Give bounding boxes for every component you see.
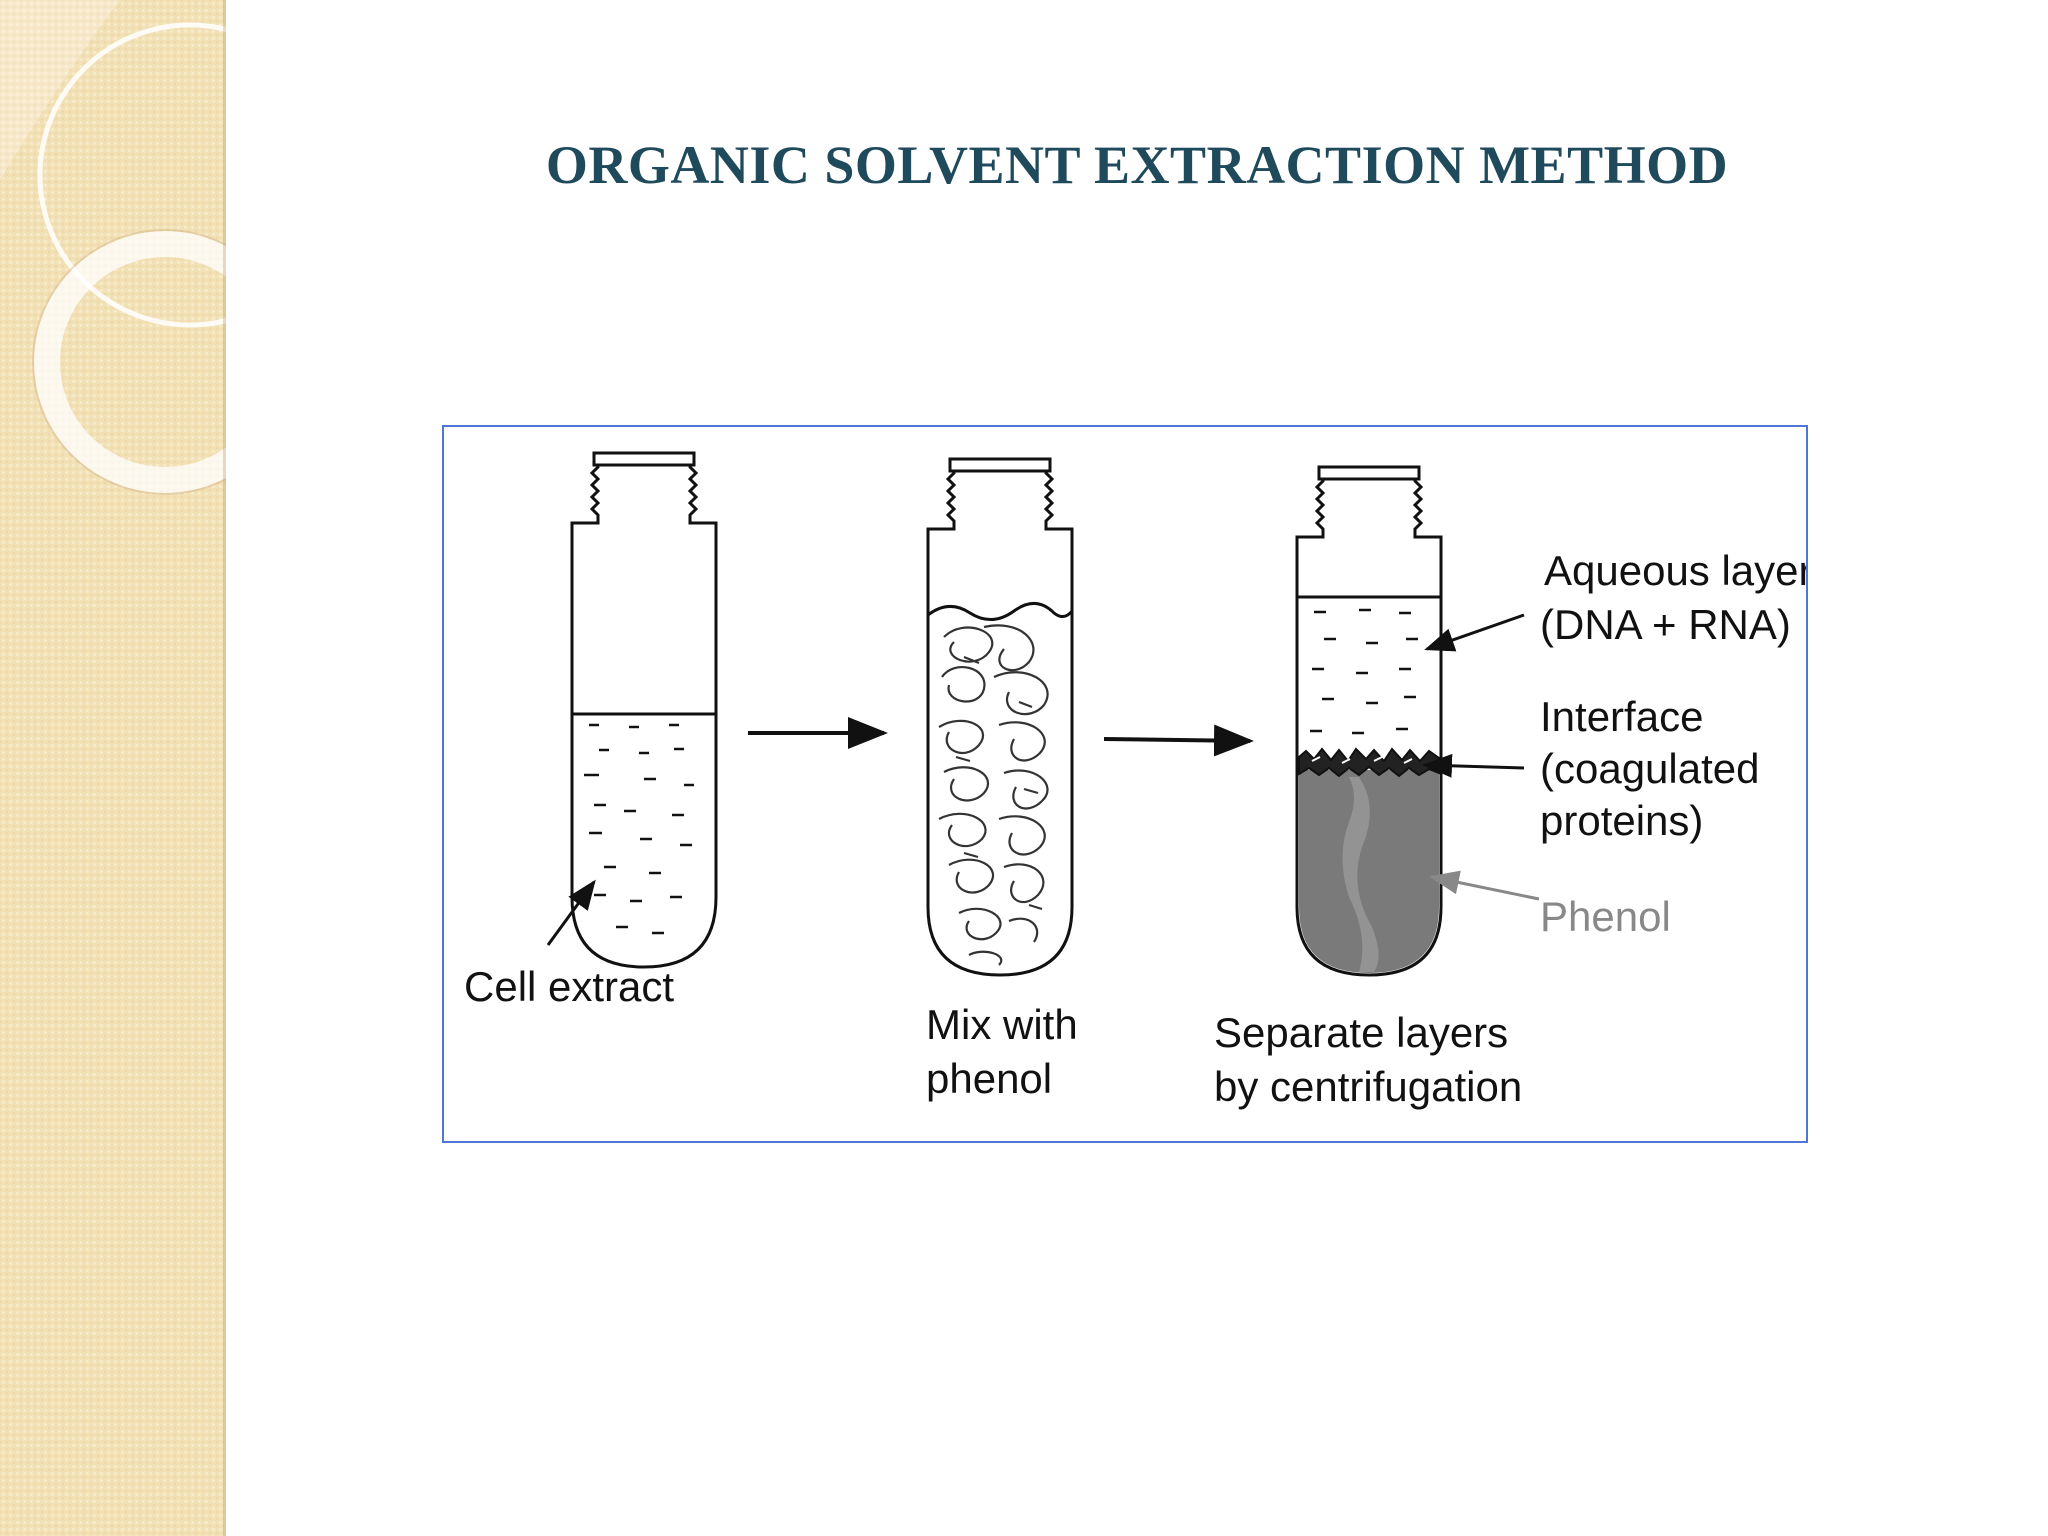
interface-label-line-2: (coagulated xyxy=(1540,745,1760,792)
aqueous-label-line-2: (DNA + RNA) xyxy=(1540,601,1791,648)
tube-2-cap xyxy=(948,457,1052,473)
tube-separated-layers xyxy=(1295,465,1443,977)
phenol-pointer xyxy=(1429,870,1540,901)
tube-3-threads xyxy=(1295,471,1443,907)
slide-title: ORGANIC SOLVENT EXTRACTION METHOD xyxy=(545,135,1729,195)
phenol-label: Phenol xyxy=(1540,893,1671,940)
step-2-caption-line-2: phenol xyxy=(926,1055,1052,1102)
interface-label-line-3: proteins) xyxy=(1540,797,1703,844)
deco-corner-shape xyxy=(0,0,120,180)
tube-mix-with-phenol xyxy=(926,457,1074,977)
tube-3-phenol-layer xyxy=(1299,770,1439,973)
interface-label-line-1: Interface xyxy=(1540,693,1703,740)
tube-2-threads xyxy=(926,463,1074,907)
tube-1-body xyxy=(570,714,718,969)
aqueous-pointer xyxy=(1424,613,1525,652)
tube-1-liquid-dashes xyxy=(584,723,694,935)
tube-3-interface-specks xyxy=(1311,756,1413,764)
aqueous-label-line-1: Aqueous layer xyxy=(1544,547,1808,594)
tube-3-aqueous-dashes xyxy=(1310,608,1418,735)
tube-1-cap xyxy=(592,451,696,467)
step-2-caption-line-1: Mix with xyxy=(926,1001,1078,1048)
diagram-frame: Cell extract Mix with phenol Separate la… xyxy=(442,425,1808,1143)
tube-cell-extract xyxy=(546,451,718,969)
step-1-caption: Cell extract xyxy=(464,963,674,1010)
decorative-rings xyxy=(0,0,226,495)
interface-pointer xyxy=(1422,753,1525,778)
deco-ring-thick xyxy=(34,231,226,493)
cell-extract-pointer xyxy=(546,879,596,946)
deco-ring-large xyxy=(37,22,226,328)
tube-3-body xyxy=(1295,597,1443,977)
tube-1-threads xyxy=(570,457,718,714)
process-arrow-2 xyxy=(1103,724,1254,757)
decorative-sidebar xyxy=(0,0,226,1536)
tube-2-emulsion-swirls xyxy=(938,624,1049,966)
extraction-diagram: Cell extract Mix with phenol Separate la… xyxy=(464,451,1808,1110)
step-3-caption-line-2: by centrifugation xyxy=(1214,1063,1522,1110)
tube-2-body xyxy=(926,906,1074,977)
step-3-caption-line-1: Separate layers xyxy=(1214,1009,1508,1056)
tube-2-wavy-surface xyxy=(927,602,1074,621)
tube-3-phenol-streak xyxy=(1342,777,1379,972)
tube-3-cap xyxy=(1317,465,1421,481)
deco-ring-edge xyxy=(32,229,226,495)
